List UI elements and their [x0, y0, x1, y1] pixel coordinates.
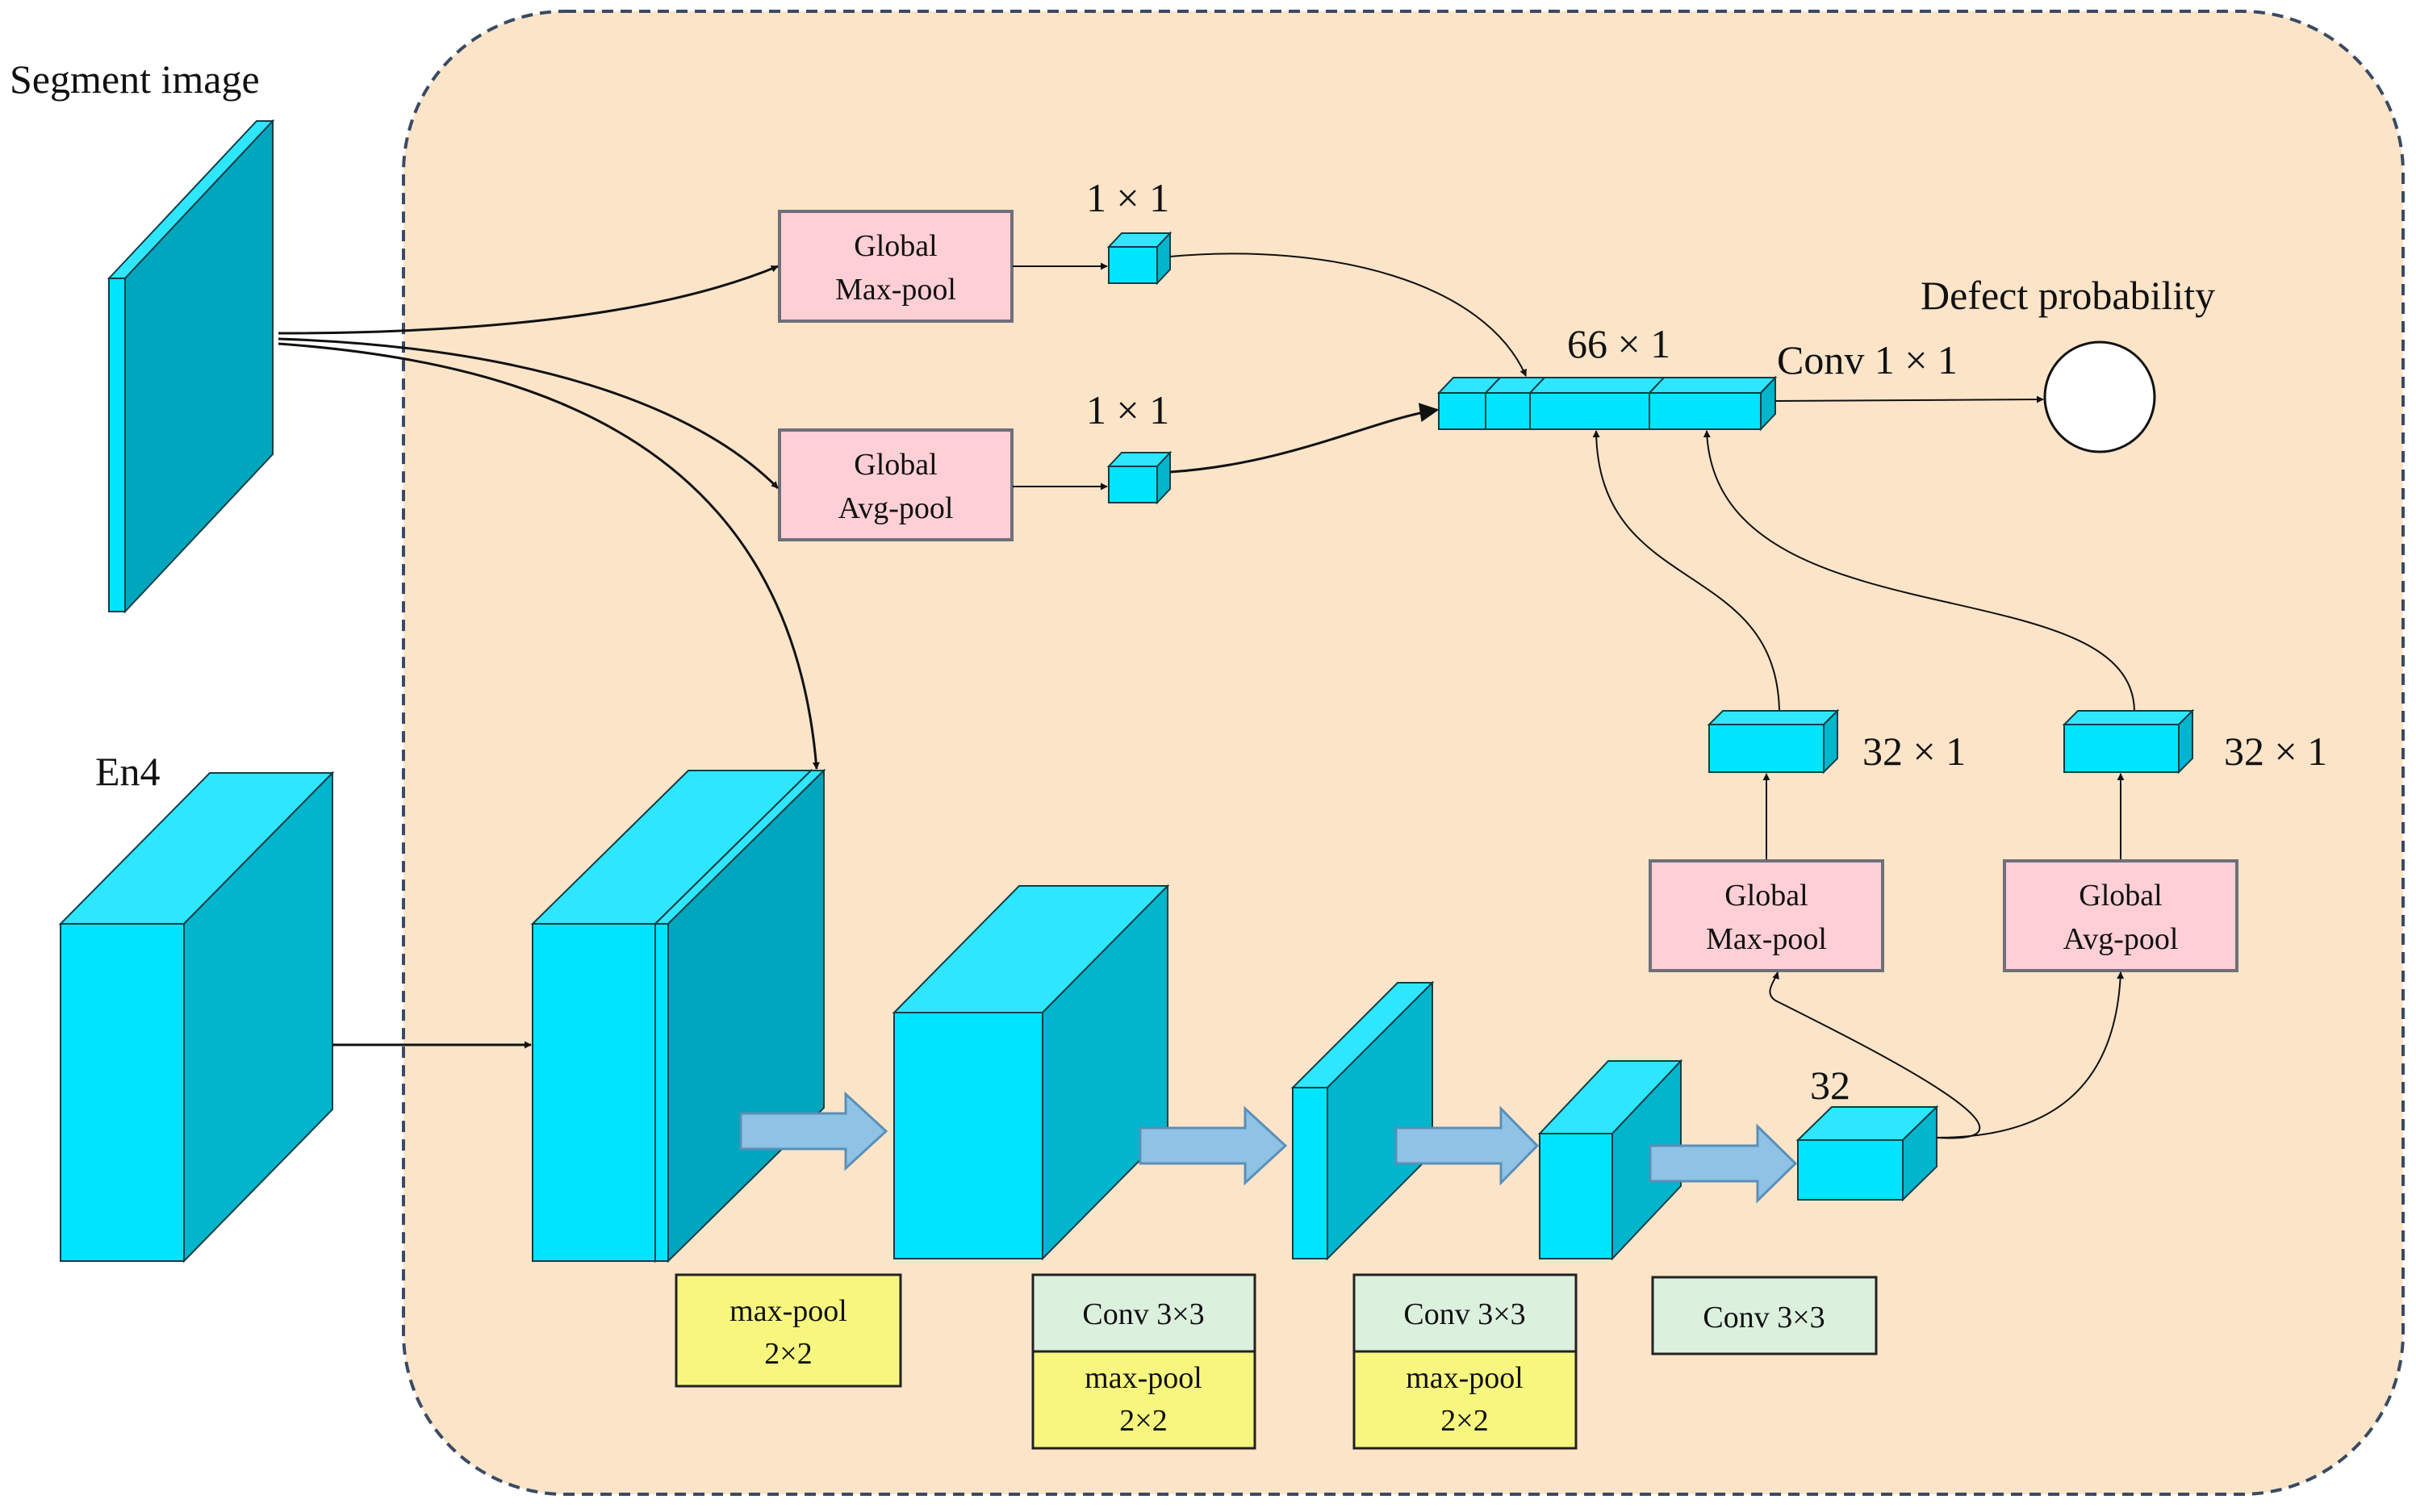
cube-1x1-top [1106, 231, 1172, 286]
op-conv-4: Conv 3×3 [1651, 1276, 1878, 1355]
svg-text:Conv 3×3: Conv 3×3 [1403, 1297, 1525, 1331]
svg-text:Global: Global [2079, 879, 2162, 913]
defect-probability-label: Defect probability [1921, 273, 2215, 318]
global-avgpool-top: Global Avg-pool [778, 428, 1014, 541]
svg-text:Conv 3×3: Conv 3×3 [1703, 1301, 1825, 1334]
segment-image-slab [107, 119, 275, 614]
size-1x1-top: 1 × 1 [1086, 175, 1169, 220]
conv-1x1-label: Conv 1 × 1 [1777, 337, 1958, 382]
cube-32x1-left [1707, 708, 1840, 775]
op-conv-maxpool-3: Conv 3×3 max-pool 2×2 [1352, 1273, 1578, 1450]
size-32-label: 32 [1810, 1063, 1850, 1108]
svg-text:max-pool: max-pool [1085, 1361, 1202, 1395]
fat-arrow-2 [1139, 1105, 1288, 1186]
svg-text:Global: Global [854, 448, 937, 482]
edge-block5-to-ravgpool [1936, 971, 2125, 1138]
block-5 [1795, 1105, 1939, 1202]
block-4 [1537, 1059, 1683, 1261]
edge-32x1-left-to-concat [1592, 430, 1780, 711]
svg-text:Global: Global [1724, 879, 1808, 913]
global-avgpool-right: Global Avg-pool [2003, 859, 2238, 972]
svg-text:max-pool: max-pool [1406, 1361, 1524, 1395]
fat-arrow-1 [739, 1091, 888, 1172]
svg-text:Conv 3×3: Conv 3×3 [1082, 1297, 1204, 1331]
global-maxpool-top: Global Max-pool [778, 210, 1014, 323]
block-3 [1290, 980, 1435, 1261]
svg-text:Avg-pool: Avg-pool [838, 491, 954, 525]
fat-arrow-4 [1649, 1123, 1798, 1204]
svg-text:Max-pool: Max-pool [835, 273, 956, 307]
fat-arrow-3 [1394, 1105, 1540, 1186]
size-66x1: 66 × 1 [1567, 321, 1670, 366]
edge-block5-to-rmaxpool [1769, 971, 1981, 1139]
edge-cube-top-to-concat [1169, 253, 1527, 377]
svg-text:Avg-pool: Avg-pool [2063, 922, 2179, 956]
edge-segment-to-avgpool [278, 337, 780, 490]
op-maxpool-1: max-pool 2×2 [675, 1273, 902, 1388]
svg-text:Max-pool: Max-pool [1706, 922, 1827, 956]
edge-cube-bottom-to-concat [1169, 403, 1440, 474]
svg-text:Global: Global [854, 229, 937, 263]
global-maxpool-right: Global Max-pool [1649, 859, 1884, 972]
cube-1x1-bottom [1106, 450, 1172, 505]
size-32x1-left: 32 × 1 [1862, 729, 1966, 774]
block-2 [892, 883, 1170, 1261]
svg-text:max-pool: max-pool [729, 1294, 847, 1328]
concat-vector-66x1 [1436, 375, 1778, 432]
svg-text:2×2: 2×2 [1440, 1404, 1488, 1438]
size-1x1-bottom: 1 × 1 [1086, 387, 1169, 432]
output-node [2043, 340, 2156, 453]
edge-32x1-right-to-concat [1703, 430, 2135, 711]
svg-text:2×2: 2×2 [764, 1337, 812, 1371]
edge-segment-to-maxpool [278, 265, 779, 335]
edge-segment-to-concat [278, 342, 820, 770]
segment-image-label: Segment image [10, 56, 260, 102]
en4-block [58, 771, 335, 1263]
cube-32x1-right [2062, 708, 2195, 775]
connections [278, 253, 2135, 1139]
concat-block [530, 768, 826, 1263]
edge-concat-to-output [1774, 395, 2044, 403]
svg-text:2×2: 2×2 [1119, 1404, 1167, 1438]
size-32x1-right: 32 × 1 [2224, 729, 2327, 774]
en4-label: En4 [95, 749, 161, 794]
op-conv-maxpool-2: Conv 3×3 max-pool 2×2 [1031, 1273, 1256, 1450]
